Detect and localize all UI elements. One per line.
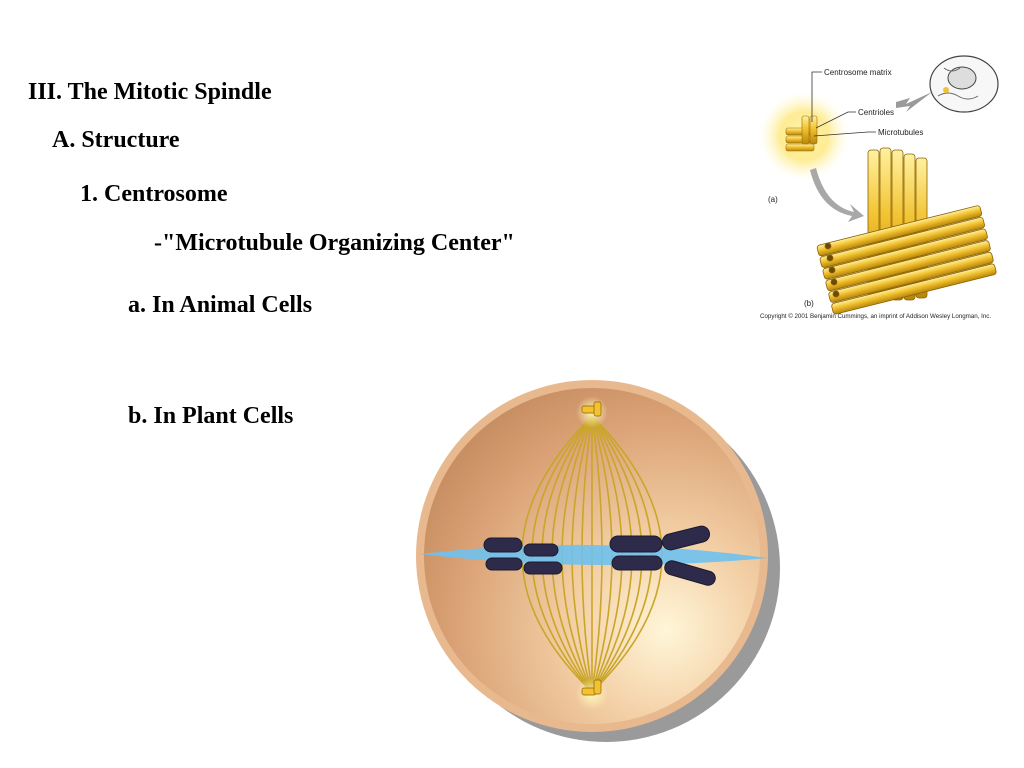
cell-sketch-icon xyxy=(929,55,999,113)
large-centrioles-icon xyxy=(816,147,997,315)
label-centrosome-matrix: Centrosome matrix xyxy=(824,68,892,77)
panel-label-b: (b) xyxy=(804,299,814,308)
item-animal-cells: a. In Animal Cells xyxy=(128,292,313,318)
small-centrioles-icon xyxy=(785,115,818,152)
top-pole-centrioles-icon xyxy=(576,396,608,428)
section-structure: A. Structure xyxy=(52,127,180,153)
figure-copyright: Copyright © 2001 Benjamin Cummings, an i… xyxy=(760,313,991,320)
label-centrioles: Centrioles xyxy=(858,108,894,117)
item-centrosome-note: -"Microtubule Organizing Center" xyxy=(154,230,515,256)
item-centrosome: 1. Centrosome xyxy=(80,181,228,207)
metaphase-cell-figure xyxy=(416,380,780,742)
arrow-icon xyxy=(896,92,932,112)
chromosomes xyxy=(483,525,716,586)
item-plant-cells: b. In Plant Cells xyxy=(128,403,294,429)
label-microtubules: Microtubules xyxy=(878,128,923,137)
panel-label-a: (a) xyxy=(768,195,778,204)
zoom-arrow-icon xyxy=(810,168,864,222)
slide-heading: III. The Mitotic Spindle xyxy=(28,79,272,105)
bottom-pole-centrioles-icon xyxy=(576,678,608,710)
centrosome-figure: Centrosome matrix Centrioles Microtubule… xyxy=(760,55,999,320)
